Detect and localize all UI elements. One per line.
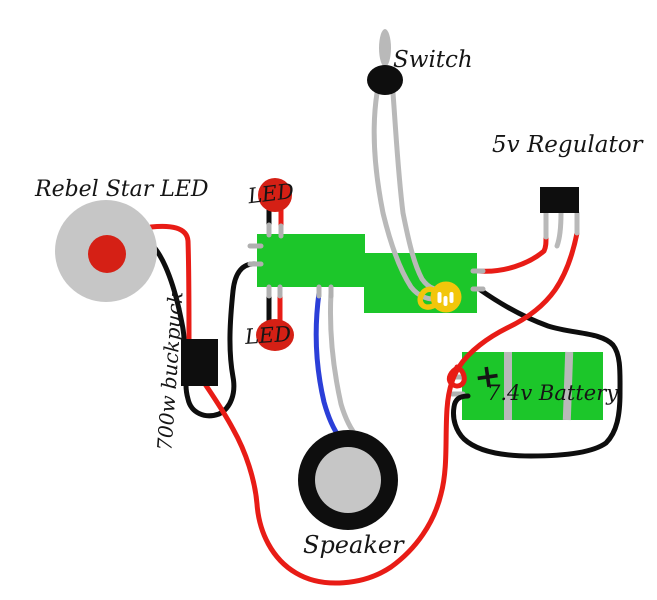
wire-gray-board-to-speaker — [327, 290, 361, 441]
wire-black-board-to-battery-loop — [451, 286, 623, 459]
label-regulator: 5v Regulator — [492, 132, 645, 158]
regulator-body — [540, 187, 579, 213]
led-top — [258, 178, 292, 212]
rebel-star-led — [55, 200, 157, 302]
battery-body — [462, 352, 603, 420]
board-pins — [247, 222, 486, 299]
label-battery: 7.4v Battery — [487, 381, 619, 405]
board-left-section — [257, 234, 365, 287]
buckpuck-module — [181, 339, 218, 386]
wire-red-battery-positive-tap — [446, 364, 467, 389]
connector-slot-2 — [443, 296, 448, 306]
speaker — [298, 430, 398, 530]
wire-red-board-to-regulator — [476, 233, 549, 274]
switch-body — [367, 65, 403, 95]
label-speaker: Speaker — [303, 531, 405, 559]
rebel-star-emitter — [88, 235, 126, 273]
connector-slot-3 — [449, 292, 454, 303]
black-wires — [143, 206, 623, 459]
wire-black-board-to-buckpuck-loop — [183, 261, 259, 419]
led-bottom — [256, 319, 294, 351]
battery-separator-right — [562, 351, 574, 421]
label-led-top: LED — [246, 179, 296, 209]
wire-red-rebelled-to-buckpuck — [148, 223, 192, 344]
label-switch: Switch — [393, 47, 473, 73]
connector-coil-hook — [417, 286, 437, 310]
controller-board — [257, 234, 477, 313]
connector-slot-1 — [437, 292, 442, 303]
wire-red-regulator-speaker-loop-to-buckpuck — [202, 230, 580, 586]
label-led-bottom: LED — [243, 322, 292, 349]
label-battery-polarity: + — [472, 355, 504, 396]
switch-lever — [379, 29, 391, 67]
wire-blue-board-to-speaker — [313, 290, 343, 441]
label-rebel-star-led: Rebel Star LED — [34, 177, 209, 202]
wire-black-rebelled-to-buckpuck — [143, 237, 187, 343]
speaker-cone — [315, 447, 381, 513]
yellow-coil-connector — [417, 281, 462, 313]
regulator-pin-middle — [554, 210, 564, 249]
battery-separator-left — [504, 352, 512, 420]
switch — [367, 29, 403, 95]
